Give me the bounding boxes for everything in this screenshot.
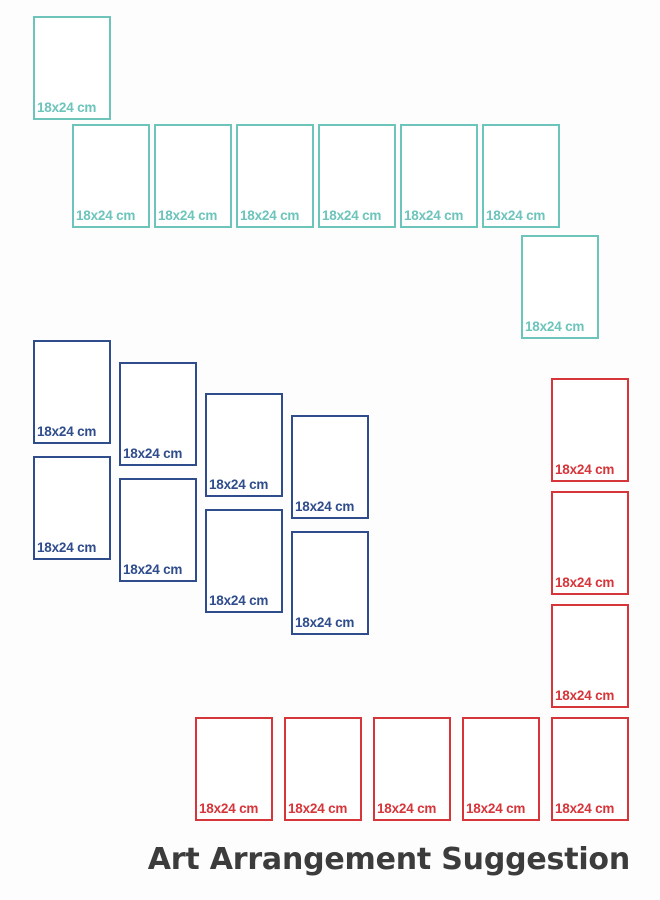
frame-size-label: 18x24 cm	[37, 540, 97, 555]
red-frame-6: 18x24 cm	[373, 717, 451, 821]
blue-frame-5: 18x24 cm	[205, 393, 283, 497]
red-frame-4: 18x24 cm	[551, 717, 629, 821]
frame-size-label: 18x24 cm	[158, 208, 218, 223]
blue-frame-7: 18x24 cm	[291, 415, 369, 519]
page-title: Art Arrangement Suggestion	[147, 842, 630, 877]
teal-frame-6: 18x24 cm	[400, 124, 478, 228]
frame-size-label: 18x24 cm	[555, 801, 615, 816]
teal-frame-2: 18x24 cm	[72, 124, 150, 228]
frame-size-label: 18x24 cm	[76, 208, 136, 223]
teal-frame-3: 18x24 cm	[154, 124, 232, 228]
frame-size-label: 18x24 cm	[555, 462, 615, 477]
frame-size-label: 18x24 cm	[555, 688, 615, 703]
blue-frame-1: 18x24 cm	[33, 340, 111, 444]
frame-size-label: 18x24 cm	[466, 801, 526, 816]
frame-size-label: 18x24 cm	[404, 208, 464, 223]
red-frame-2: 18x24 cm	[551, 491, 629, 595]
red-frame-5: 18x24 cm	[462, 717, 540, 821]
red-frame-7: 18x24 cm	[284, 717, 362, 821]
teal-frame-5: 18x24 cm	[318, 124, 396, 228]
frame-size-label: 18x24 cm	[209, 477, 269, 492]
teal-frame-7: 18x24 cm	[482, 124, 560, 228]
frame-size-label: 18x24 cm	[240, 208, 300, 223]
frame-size-label: 18x24 cm	[209, 593, 269, 608]
blue-frame-4: 18x24 cm	[119, 478, 197, 582]
blue-frame-6: 18x24 cm	[205, 509, 283, 613]
red-frame-1: 18x24 cm	[551, 378, 629, 482]
frame-size-label: 18x24 cm	[123, 446, 183, 461]
frame-size-label: 18x24 cm	[555, 575, 615, 590]
teal-frame-1: 18x24 cm	[33, 16, 111, 120]
red-frame-8: 18x24 cm	[195, 717, 273, 821]
frame-size-label: 18x24 cm	[486, 208, 546, 223]
frame-size-label: 18x24 cm	[37, 424, 97, 439]
frame-size-label: 18x24 cm	[295, 615, 355, 630]
frame-size-label: 18x24 cm	[199, 801, 259, 816]
teal-frame-8: 18x24 cm	[521, 235, 599, 339]
frame-size-label: 18x24 cm	[322, 208, 382, 223]
frame-size-label: 18x24 cm	[525, 319, 585, 334]
frame-size-label: 18x24 cm	[295, 499, 355, 514]
frame-size-label: 18x24 cm	[123, 562, 183, 577]
frame-size-label: 18x24 cm	[37, 100, 97, 115]
frame-size-label: 18x24 cm	[377, 801, 437, 816]
teal-frame-4: 18x24 cm	[236, 124, 314, 228]
frame-size-label: 18x24 cm	[288, 801, 348, 816]
blue-frame-3: 18x24 cm	[119, 362, 197, 466]
blue-frame-8: 18x24 cm	[291, 531, 369, 635]
blue-frame-2: 18x24 cm	[33, 456, 111, 560]
red-frame-3: 18x24 cm	[551, 604, 629, 708]
